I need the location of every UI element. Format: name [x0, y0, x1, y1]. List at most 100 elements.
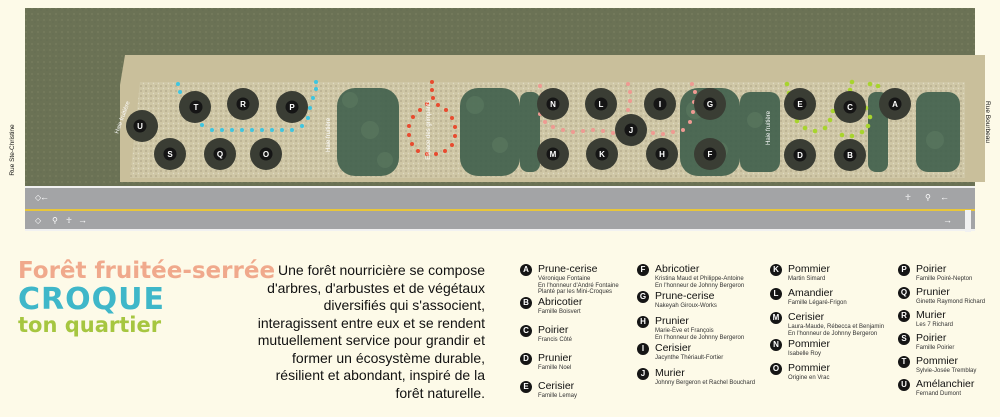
legend-tree-name: Poirier: [916, 332, 947, 344]
svg-text:F: F: [708, 150, 713, 159]
hedge-label-2: Haie fruitière: [326, 117, 332, 152]
legend-tree-name: Abricotier: [538, 296, 583, 308]
legend-tree-name: Cerisier: [788, 311, 825, 323]
brand-logo: Forêt fruitée-serrée CROQUE ton quartier: [18, 258, 275, 338]
legend-tree-sponsor: Famille Légaré-Frigon: [788, 300, 847, 306]
legend-tree-name: Cerisier: [655, 342, 692, 354]
tree-o: O: [250, 138, 282, 170]
legend-tree-sponsor: En l'honneur de Johnny Bergeron: [655, 334, 745, 341]
svg-text:T: T: [194, 103, 199, 112]
legend-letter-badge: S: [898, 333, 910, 345]
climbing-space-label: Espace des grimpants: [426, 100, 432, 159]
svg-text:E: E: [797, 100, 803, 109]
legend-letter-badge: O: [770, 363, 782, 375]
svg-text:D: D: [797, 151, 803, 160]
legend-tree-name: Poirier: [538, 324, 569, 336]
tree-j: J: [615, 114, 647, 146]
tree-p: P: [276, 91, 308, 123]
legend-tree-name: Cerisier: [538, 380, 575, 392]
svg-text:L: L: [599, 100, 604, 109]
legend-tree-sponsor: En l'honneur d'André Fontaine: [538, 282, 619, 289]
legend-tree-sponsor: Famille Poiré-Nepton: [916, 276, 973, 282]
legend-letter-badge: A: [520, 264, 532, 276]
tree-n: N: [537, 88, 569, 120]
legend-tree-sponsor: Isabelle Roy: [788, 351, 822, 357]
legend-letter-badge: L: [770, 288, 782, 300]
svg-text:R: R: [240, 100, 246, 109]
svg-text:K: K: [599, 150, 605, 159]
legend-letter-badge: M: [770, 312, 782, 324]
legend-letter-badge: G: [637, 291, 649, 303]
legend-letter-badge: B: [520, 297, 532, 309]
svg-text:N: N: [550, 100, 556, 109]
tree-r: R: [227, 88, 259, 120]
legend-letter-badge: D: [520, 353, 532, 365]
svg-text:G: G: [707, 100, 713, 109]
legend-tree-sponsor: Johnny Bergeron et Rachel Bouchard: [655, 380, 756, 386]
legend-letter-badge: J: [637, 368, 649, 380]
legend-tree-name: Pommier: [788, 362, 831, 374]
tree-h: H: [646, 138, 678, 170]
tree-t: T: [179, 91, 211, 123]
legend-tree-sponsor: Marie-Ève et François: [655, 328, 714, 334]
legend-tree-name: Abricotier: [655, 263, 700, 275]
svg-text:U: U: [137, 122, 143, 131]
tree-g: G: [694, 88, 726, 120]
legend-letter-badge: P: [898, 264, 910, 276]
legend-tree-sponsor: Famille Noel: [538, 365, 572, 371]
tree-u: U: [126, 110, 158, 142]
legend-tree-name: Pommier: [788, 263, 831, 275]
climbing-space-outline: [407, 80, 457, 156]
legend-tree-sponsor: Ginette Raymond Richard: [916, 299, 986, 305]
tree-m: M: [537, 138, 569, 170]
legend-tree-sponsor: Fernand Dumont: [916, 391, 962, 397]
legend-tree-sponsor: Les 7 Richard: [916, 322, 954, 328]
legend-tree-sponsor: Famille Lemay: [538, 393, 578, 399]
legend-tree-name: Pommier: [788, 338, 831, 350]
tree-i: I: [644, 88, 676, 120]
direction-arrow-icon: ←: [40, 192, 49, 202]
legend-tree-name: Prune-cerise: [538, 263, 598, 275]
walker-icon: ☥: [905, 193, 911, 202]
tree-c: C: [834, 91, 866, 123]
svg-text:P: P: [289, 103, 295, 112]
tree-f: F: [694, 138, 726, 170]
svg-text:B: B: [847, 151, 853, 160]
legend-letter-badge: I: [637, 343, 649, 355]
description-text: Une forêt nourricière se compose d'arbre…: [257, 262, 485, 401]
tree-l: L: [585, 88, 617, 120]
tree-e: E: [784, 88, 816, 120]
legend-tree-sponsor: Nakeyah Giroux-Works: [655, 303, 717, 309]
legend-tree-sponsor: Origine en Vrac: [788, 375, 830, 381]
legend-tree-name: Prune-cerise: [655, 290, 715, 302]
tree-q: Q: [204, 138, 236, 170]
road-center-line: [25, 209, 975, 211]
legend-letter-badge: K: [770, 264, 782, 276]
legend-letter-badge: H: [637, 316, 649, 328]
hedge-label-3: Haie fruitière: [766, 110, 772, 145]
svg-text:H: H: [659, 150, 665, 159]
legend-tree-sponsor: Véronique Fontaine: [538, 276, 591, 282]
legend-tree-sponsor: Jacynthe Thériault-Fortier: [655, 355, 724, 361]
tree-s: S: [154, 138, 186, 170]
svg-text:M: M: [550, 150, 557, 159]
brand-title-line3: ton quartier: [18, 313, 162, 337]
svg-text:J: J: [629, 126, 633, 135]
brand-title-line1: Forêt fruitée-serrée: [18, 258, 276, 284]
legend-tree-name: Murier: [916, 309, 946, 321]
legend-tree-sponsor: Famille Poirier: [916, 345, 955, 351]
